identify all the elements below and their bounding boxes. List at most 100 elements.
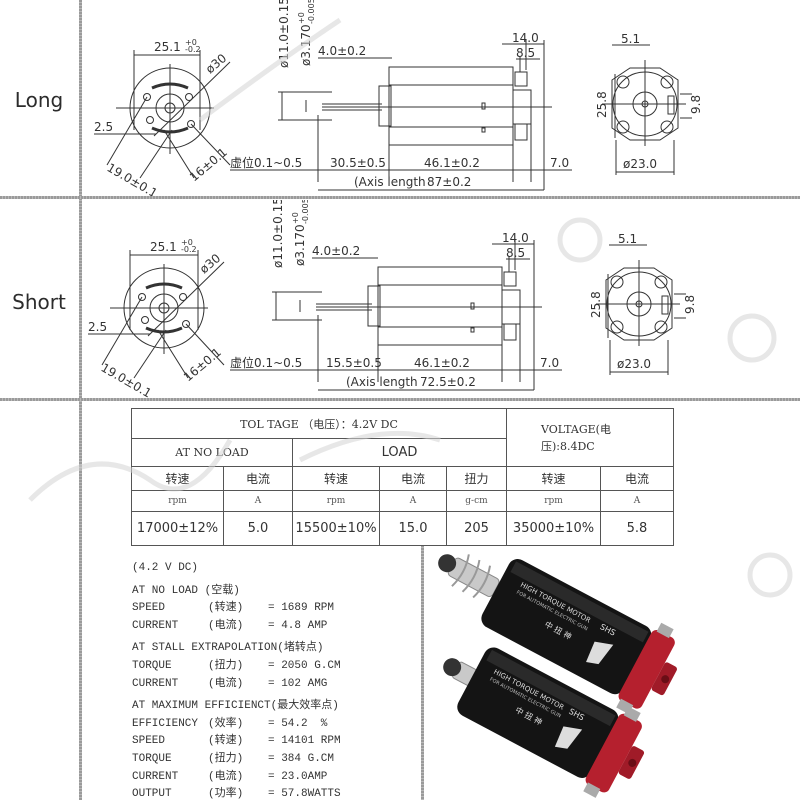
svg-text:ø23.0: ø23.0 <box>623 157 657 171</box>
svg-text:ø30: ø30 <box>203 51 229 76</box>
unit-cell: A <box>223 490 293 512</box>
value-cell: 17000±12% <box>131 511 224 546</box>
svg-text:虚位0.1~0.5: 虚位0.1~0.5 <box>230 355 302 370</box>
svg-text:4.0±0.2: 4.0±0.2 <box>318 44 366 58</box>
spec-table: TOL TAGE （电压）：4.2V DC VOLTAGE(电 压):8.4DC… <box>131 408 674 546</box>
svg-text:ø11.0±0.15: ø11.0±0.15 <box>277 0 291 68</box>
perf-line: TORQUE(扭力)= 2050 G.CM <box>132 659 341 672</box>
max-efficiency-block: AT MAXIMUM EFFICIENCT(最大效率点) EFFICIENCY(… <box>132 698 341 800</box>
col-header: 电流 <box>223 466 293 491</box>
svg-text:虚位0.1~0.5: 虚位0.1~0.5 <box>230 155 302 170</box>
svg-text:+0: +0 <box>297 12 306 24</box>
performance-specs: (4.2 V DC) AT NO LOAD (空载) SPEED(转速)= 16… <box>132 560 341 800</box>
svg-text:5.1: 5.1 <box>621 32 640 46</box>
value-cell: 205 <box>446 511 507 546</box>
svg-text:ø3.170: ø3.170 <box>299 24 313 66</box>
value-cell: 15.0 <box>379 511 447 546</box>
svg-text:46.1±0.2: 46.1±0.2 <box>414 356 470 370</box>
svg-text:ø11.0±0.15: ø11.0±0.15 <box>271 200 285 268</box>
svg-text:16±0.1: 16±0.1 <box>181 345 224 384</box>
long-motor-drawing: 25.1 +0 -0.2 ø30 2.5 19.0±0.1 16±0.1 ø11… <box>82 0 800 196</box>
voltage-header: TOL TAGE （电压）：4.2V DC <box>131 408 507 439</box>
svg-text:14.0: 14.0 <box>502 231 529 245</box>
value-cell: 35000±10% <box>506 511 601 546</box>
svg-text:-0.2: -0.2 <box>181 245 197 254</box>
svg-text:+0: +0 <box>181 238 193 247</box>
row-label-short: Short <box>12 290 66 314</box>
svg-text:9.8: 9.8 <box>683 295 697 314</box>
short-motor-drawing: 25.1 +0 -0.2 ø30 2.5 19.0±0.1 16±0.1 ø11… <box>82 200 800 398</box>
svg-text:25.8: 25.8 <box>589 291 603 318</box>
perf-line: SPEED(转速)= 14101 RPM <box>132 735 341 748</box>
svg-text:7.0: 7.0 <box>550 156 569 170</box>
svg-text:8.5: 8.5 <box>516 46 535 60</box>
perf-line: CURRENT(电流)= 23.0AMP <box>132 770 328 783</box>
svg-text:87±0.2: 87±0.2 <box>427 175 471 189</box>
svg-text:5.1: 5.1 <box>618 232 637 246</box>
svg-text:19.0±0.1: 19.0±0.1 <box>105 160 160 196</box>
grid-divider-row2 <box>0 398 800 401</box>
voltage2-header: VOLTAGE(电 压):8.4DC <box>506 408 674 467</box>
svg-text:46.1±0.2: 46.1±0.2 <box>424 156 480 170</box>
motor-photo: HIGH TORQUE MOTOR FOR AUTOMATIC ELECTRIC… <box>424 546 800 800</box>
svg-text:25.8: 25.8 <box>595 91 609 118</box>
svg-text:4.0±0.2: 4.0±0.2 <box>312 244 360 258</box>
svg-text:14.0: 14.0 <box>512 31 539 45</box>
no-load-block: AT NO LOAD (空载) SPEED(转速)= 1689 RPM CURR… <box>132 583 341 636</box>
unit-cell: rpm <box>506 490 601 512</box>
unit-cell: rpm <box>131 490 224 512</box>
grid-divider-row1 <box>0 196 800 199</box>
svg-text:8.5: 8.5 <box>506 246 525 260</box>
col-header: 转速 <box>506 466 601 491</box>
short-motor-image: HIGH TORQUE MOTOR FOR AUTOMATIC ELECTRIC… <box>443 647 645 798</box>
col-header: 电流 <box>600 466 674 491</box>
unit-cell: rpm <box>292 490 380 512</box>
svg-text:15.5±0.5: 15.5±0.5 <box>326 356 382 370</box>
svg-text:2.5: 2.5 <box>88 320 107 334</box>
svg-text:+0: +0 <box>185 38 197 47</box>
perf-line: CURRENT(电流)= 4.8 AMP <box>132 619 328 632</box>
svg-text:+0: +0 <box>291 212 300 224</box>
perf-voltage: (4.2 V DC) <box>132 562 199 574</box>
perf-line: TORQUE(扭力)= 384 G.CM <box>132 752 335 765</box>
col-header: 电流 <box>379 466 447 491</box>
side-view: ø11.0±0.15 ø3.170 +0 -0.005 4.0±0.2 14.0… <box>230 0 572 191</box>
block-title: AT NO LOAD (空载) <box>132 584 240 597</box>
long-motor-image: HIGH TORQUE MOTOR FOR AUTOMATIC ELECTRIC… <box>438 554 677 715</box>
svg-text:(Axis length: (Axis length <box>354 175 426 189</box>
block-title: AT MAXIMUM EFFICIENCT(最大效率点) <box>132 700 339 713</box>
front-view: 25.1 +0 -0.2 ø30 2.5 19.0±0.1 16±0.1 <box>88 238 225 398</box>
svg-text:ø3.170: ø3.170 <box>293 224 307 266</box>
value-cell: 5.8 <box>600 511 674 546</box>
grid-divider-photo <box>421 545 424 800</box>
svg-text:7.0: 7.0 <box>540 356 559 370</box>
svg-text:9.8: 9.8 <box>689 95 703 114</box>
stall-block: AT STALL EXTRAPOLATION(堵转点) TORQUE(扭力)= … <box>132 640 341 693</box>
unit-cell: A <box>379 490 447 512</box>
side-view: ø11.0±0.15 ø3.170 +0 -0.005 4.0±0.2 14.0… <box>230 200 562 391</box>
svg-text:30.5±0.5: 30.5±0.5 <box>330 156 386 170</box>
perf-line: EFFICIENCY(效率)= 54.2 % <box>132 717 328 730</box>
value-cell: 5.0 <box>223 511 293 546</box>
front-view: 25.1 +0 -0.2 ø30 2.5 19.0±0.1 16±0.1 <box>94 38 231 196</box>
col-header: 转速 <box>131 466 224 491</box>
svg-text:-0.005: -0.005 <box>301 200 310 224</box>
row-label-long: Long <box>14 88 64 112</box>
svg-text:ø23.0: ø23.0 <box>617 357 651 371</box>
svg-text:ø30: ø30 <box>197 251 223 276</box>
rear-view: 5.1 25.8 9.8 ø23.0 <box>595 32 703 175</box>
rear-view: 5.1 25.8 9.8 ø23.0 <box>589 232 697 375</box>
block-title: AT STALL EXTRAPOLATION(堵转点) <box>132 642 324 655</box>
svg-text:16±0.1: 16±0.1 <box>187 145 230 184</box>
svg-text:(Axis length: (Axis length <box>346 375 418 389</box>
front-width: 25.1 <box>154 40 181 54</box>
svg-text:-0.2: -0.2 <box>185 45 201 54</box>
value-cell: 15500±10% <box>292 511 380 546</box>
perf-line: SPEED(转速)= 1689 RPM <box>132 602 335 615</box>
no-load-header: AT NO LOAD <box>131 438 293 467</box>
perf-line: OUTPUT(功率)= 57.8WATTS <box>132 788 341 800</box>
svg-text:-0.005: -0.005 <box>307 0 316 24</box>
svg-text:2.5: 2.5 <box>94 120 113 134</box>
svg-text:19.0±0.1: 19.0±0.1 <box>99 360 154 398</box>
col-header: 扭力 <box>446 466 507 491</box>
